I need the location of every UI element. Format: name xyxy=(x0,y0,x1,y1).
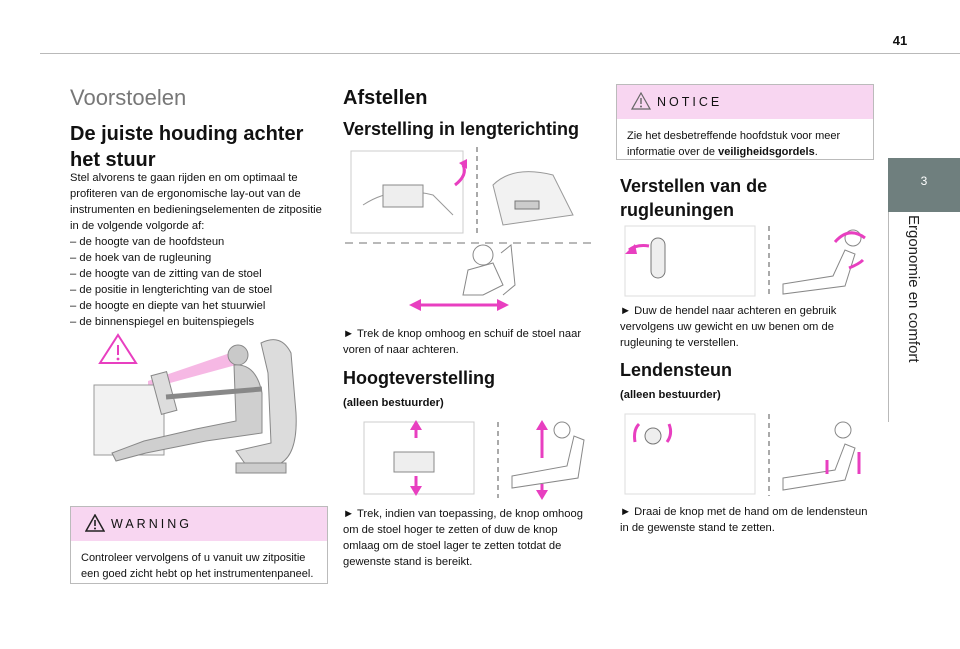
notice-text-part: Zie het desbetreffende hoofdstuk voor me… xyxy=(627,130,841,158)
header-rule xyxy=(40,53,960,54)
list-item: de hoogte van de zitting van de stoel xyxy=(70,266,328,282)
warning-icon xyxy=(85,514,105,532)
lumbar-adjust-illustration xyxy=(624,413,861,496)
height-adjust-illustration xyxy=(363,420,585,500)
longitudinal-adjust-illustration xyxy=(345,147,593,311)
notice-label: NOTICE xyxy=(657,95,723,109)
longitudinal-instruction: ► Trek de knop omhoog en schuif de stoel… xyxy=(343,328,582,356)
list-item: de hoogte van de hoofdsteun xyxy=(70,234,328,250)
notice-icon xyxy=(631,92,651,110)
section-title: Voorstoelen xyxy=(70,85,187,110)
page-number: 41 xyxy=(892,33,908,48)
backrest-instruction: ► Duw de hendel naar achteren en gebruik… xyxy=(620,305,837,349)
chapter-number: 3 xyxy=(920,174,928,188)
warning-box: WARNING Controleer vervolgens of u vanui… xyxy=(70,506,328,584)
driver-position-illustration xyxy=(93,333,297,474)
list-item: de hoogte en diepte van het stuurwiel xyxy=(70,298,328,314)
notice-header: NOTICE xyxy=(617,85,873,119)
chapter-rule xyxy=(888,212,889,422)
notice-text: Zie het desbetreffende hoofdstuk voor me… xyxy=(617,119,873,169)
warning-text: Controleer vervolgens of u vanuit uw zit… xyxy=(81,552,314,580)
intro-text: Stel alvorens te gaan rijden en om optim… xyxy=(70,172,322,232)
list-item: de binnenspiegel en buitenspiegels xyxy=(70,314,328,330)
warning-header: WARNING xyxy=(71,507,327,541)
list-item: de hoek van de rugleuning xyxy=(70,250,328,266)
chapter-tab[interactable] xyxy=(888,158,960,212)
warning-label: WARNING xyxy=(111,517,192,531)
adjustment-order-list: de hoogte van de hoofdsteun de hoek van … xyxy=(70,234,328,330)
height-driver-only-note: (alleen bestuurder) xyxy=(343,397,444,409)
heading-height: Hoogteverstelling xyxy=(343,368,496,388)
notice-bold-term: veiligheidsgordels xyxy=(718,146,815,158)
heading-longitudinal: Verstelling in lengterichting xyxy=(343,119,580,139)
backrest-adjust-illustration xyxy=(624,225,866,298)
heading-driving-position: De juiste houding achter het stuur xyxy=(70,123,304,171)
notice-text-end: . xyxy=(814,146,818,158)
lumbar-instruction: ► Draai de knop met de hand om de lenden… xyxy=(620,506,868,534)
chapter-label: Ergonomie en comfort xyxy=(905,215,922,363)
heading-lumbar: Lendensteun xyxy=(620,360,733,380)
lumbar-driver-only-note: (alleen bestuurder) xyxy=(620,389,721,401)
heading-backrest: Verstellen van de rugleuningen xyxy=(620,176,768,220)
height-instruction: ► Trek, indien van toepassing, de knop o… xyxy=(343,508,583,568)
list-item: de positie in lengterichting van de stoe… xyxy=(70,282,328,298)
notice-box: NOTICE Zie het desbetreffende hoofdstuk … xyxy=(616,84,874,160)
heading-adjust: Afstellen xyxy=(343,87,428,109)
